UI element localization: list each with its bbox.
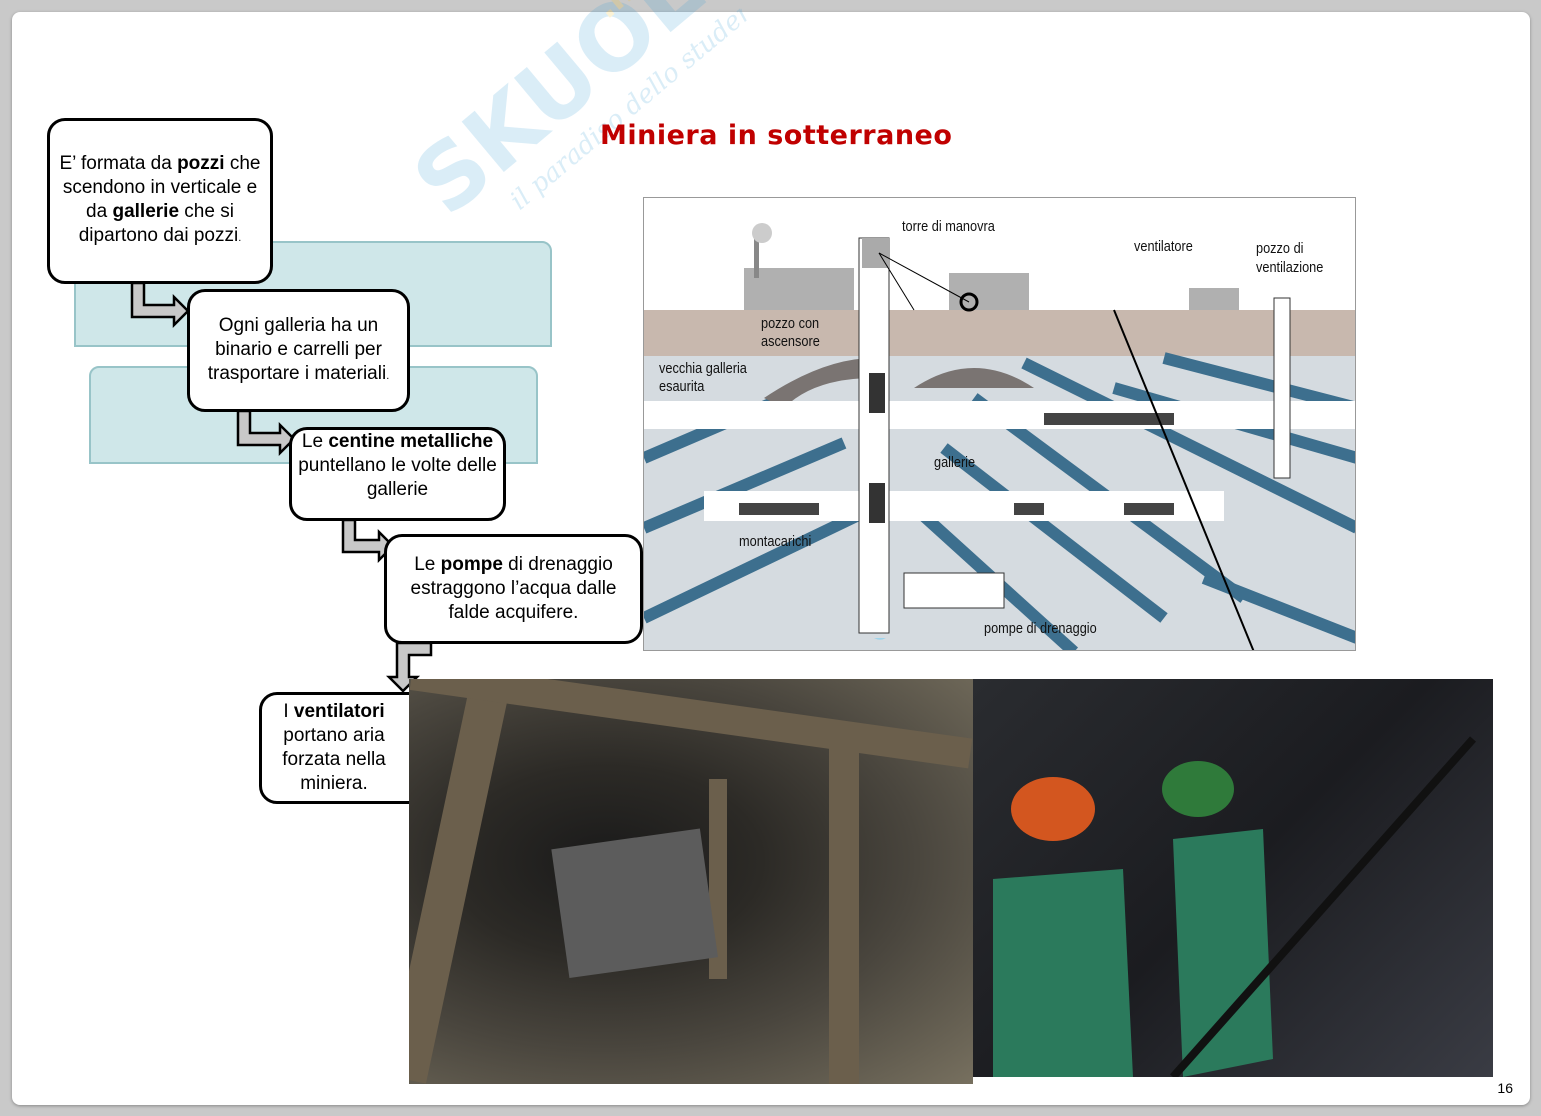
label-ventilatore: ventilatore (1134, 238, 1193, 255)
label-torre-di-manovra: torre di manovra (902, 218, 995, 235)
mine-tunnel-photo (409, 679, 973, 1084)
step-box-1: E’ formata da pozzi che scendono in vert… (47, 118, 273, 284)
miners-drilling-photo (973, 679, 1493, 1077)
label-montacarichi: montacarichi (739, 533, 812, 550)
label-pompe-di-drenaggio: pompe di drenaggio (984, 620, 1097, 637)
step-box-5: I ventilatori portano aria forzata nella… (259, 692, 429, 804)
label-vecchia-galleria-1: vecchia galleria (659, 360, 747, 377)
label-gallerie: gallerie (934, 454, 976, 471)
step-box-2: Ogni galleria ha un binario e carrelli p… (187, 289, 410, 412)
label-pozzo-di-ventilazione-2: ventilazione (1256, 259, 1324, 276)
arrow-1 (130, 281, 190, 329)
step-box-3: Le centine metalliche puntellano le volt… (289, 427, 506, 521)
page-number: 16 (1497, 1080, 1513, 1096)
arrow-3 (341, 518, 395, 564)
label-pozzo-con-ascensore-1: pozzo con (761, 315, 820, 332)
label-pozzo-con-ascensore-2: ascensore (761, 333, 820, 350)
mine-cross-section-diagram: torre di manovra ventilatore pozzo di ve… (643, 197, 1356, 651)
arrow-2 (236, 409, 296, 457)
label-pozzo-di-ventilazione-1: pozzo di (1256, 240, 1304, 257)
step-box-4: Le pompe di drenaggio estraggono l’acqua… (384, 534, 643, 644)
label-vecchia-galleria-2: esaurita (659, 378, 705, 395)
slide-title: Miniera in sotterraneo (600, 120, 953, 151)
